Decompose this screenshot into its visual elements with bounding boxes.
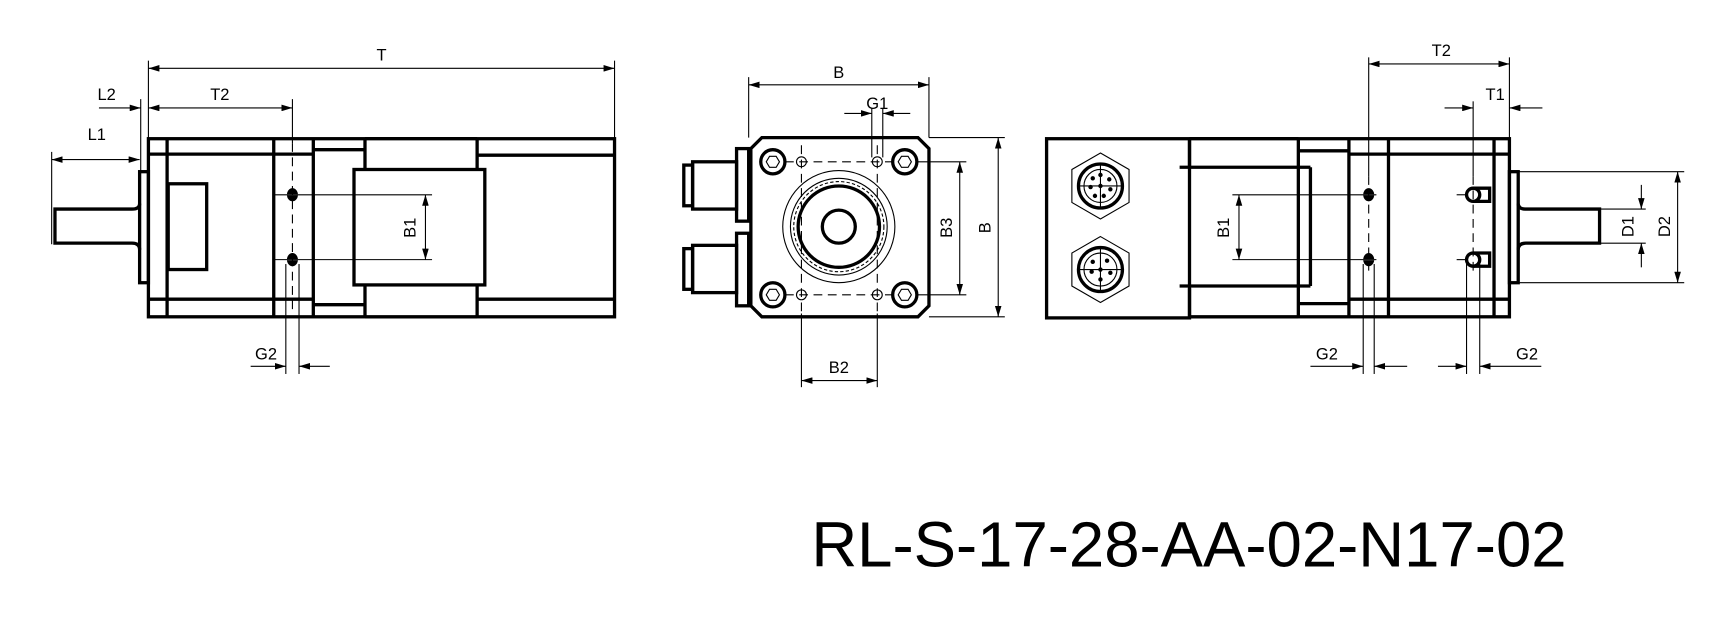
dim-label-B1: B1 (1215, 218, 1233, 238)
front-view: B G1 B3 B B2 (682, 64, 1005, 388)
dim-label-T: T (376, 47, 386, 65)
dim-label-G1: G1 (866, 95, 888, 113)
dim-label-D2: D2 (1656, 216, 1674, 237)
m12-connector-8pin (1071, 152, 1130, 220)
dim-label-B-top: B (833, 64, 844, 82)
side-view: T L2 T2 L1 B1 G2 (51, 47, 617, 374)
cable-connector (682, 146, 751, 308)
mounting-hole (1363, 186, 1492, 268)
dim-label-B-side: B (977, 222, 995, 233)
dim-label-D1: D1 (1620, 216, 1638, 237)
dim-label-G2-left: G2 (1316, 346, 1338, 364)
dim-label-G2-right: G2 (1516, 346, 1538, 364)
dim-label-L1: L1 (88, 126, 106, 144)
dim-label-B1: B1 (402, 218, 420, 238)
rear-view: B1 T2 T1 D1 D2 G2 G2 (1044, 42, 1685, 374)
m12-connector-5pin (1071, 235, 1130, 304)
dim-label-B3: B3 (938, 218, 956, 238)
mounting-hole (286, 188, 298, 267)
dim-label-B2: B2 (829, 359, 849, 377)
dim-label-T2: T2 (210, 86, 229, 104)
output-flange (782, 170, 896, 284)
dim-label-G2: G2 (255, 346, 277, 364)
dim-label-L2: L2 (97, 86, 115, 104)
part-number: RL-S-17-28-AA-02-N17-02 (811, 508, 1566, 580)
dim-label-T2: T2 (1432, 42, 1451, 60)
dim-label-T1: T1 (1486, 86, 1505, 104)
